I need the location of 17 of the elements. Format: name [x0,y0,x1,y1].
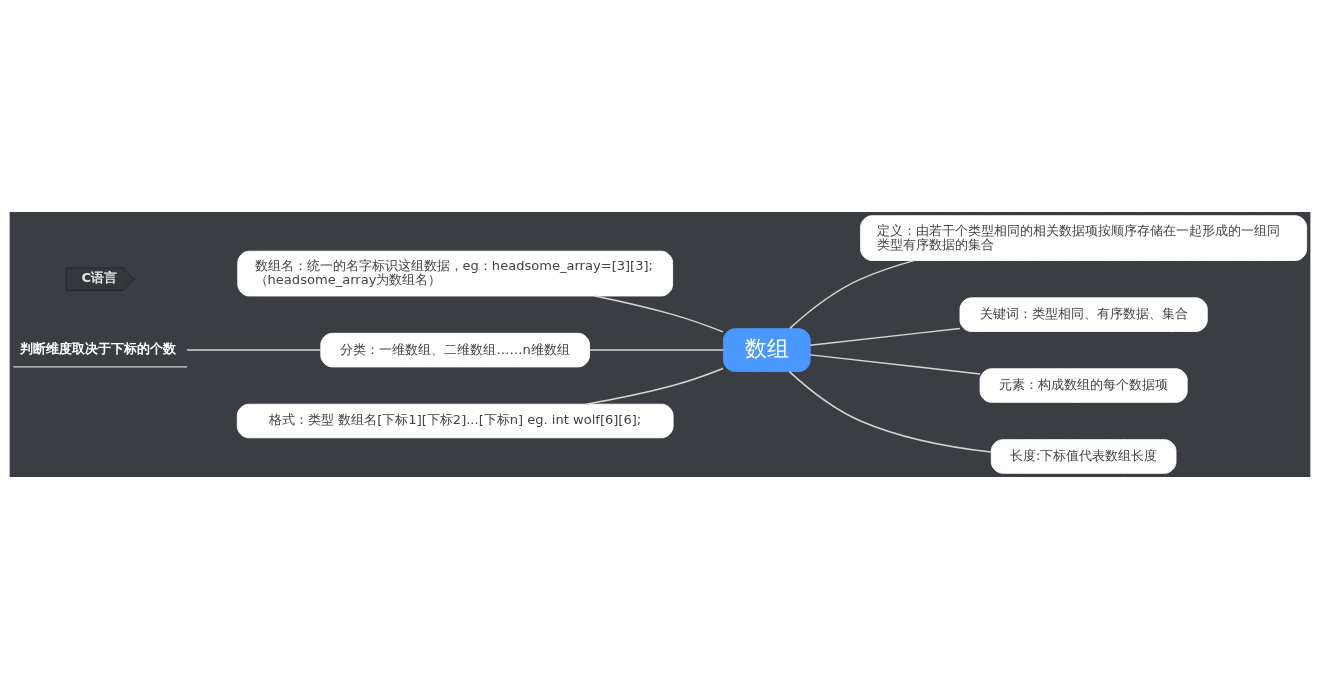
connector [789,259,915,329]
node-box: 长度:下标值代表数组长度 [990,438,1177,474]
node-box: 数组名：统一的名字标识这组数据，eg：headsome_array=[3][3];（headsome_array为数组名） [237,250,674,296]
node-box: 定义：由若干个类型相同的相关数据项按顺序存储在一起形成的一组同类型有序数据的集合 [860,214,1308,261]
connector [589,348,724,351]
node-box: 分类：一维数组、二维数组……n维数组 [320,332,590,367]
node-box: 元素：构成数组的每个数据项 [979,367,1188,403]
node-box: 关键词：类型相同、有序数据、集合 [959,296,1208,332]
node-box: 数组 [723,327,811,372]
connector [809,353,981,375]
connector [593,294,724,333]
connector [186,348,322,351]
connector [788,370,992,453]
connector [585,367,724,405]
connector [809,327,961,346]
node-text: 判断维度取决于下标的个数 [19,340,176,356]
node-box: 格式：类型 数组名[下标1][下标2]...[下标n] eg. int wolf[6][6]; [236,403,674,438]
